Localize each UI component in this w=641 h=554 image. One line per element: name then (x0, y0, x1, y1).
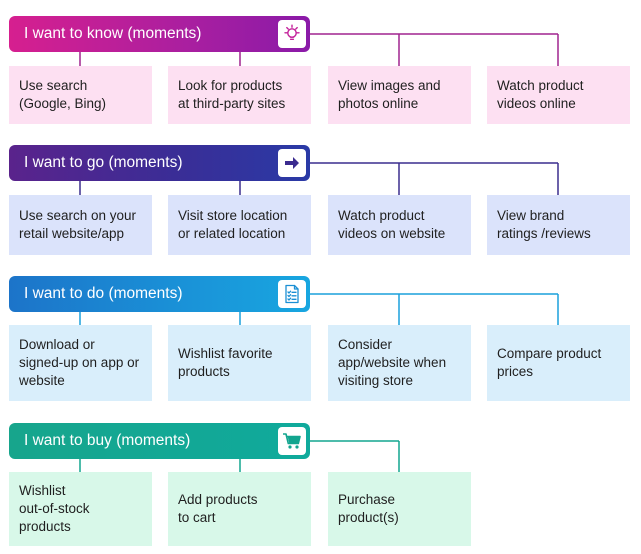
card-view-images-photos: View images and photos online (328, 66, 471, 124)
know-moments-header: I want to know (moments) (9, 16, 310, 52)
card-wishlist-favorite-products: Wishlist favorite products (168, 325, 311, 401)
shopping-cart-icon (278, 427, 306, 455)
card-consider-app-website-store: Consider app/website when visiting store (328, 325, 471, 401)
card-visit-store-location: Visit store location or related location (168, 195, 311, 255)
do-moments-title: I want to do (moments) (24, 285, 183, 302)
lightbulb-icon (278, 20, 306, 48)
arrow-right-icon (278, 149, 306, 177)
buy-moments-title: I want to buy (moments) (24, 432, 191, 449)
card-wishlist-out-of-stock: Wishlist out-of-stock products (9, 472, 152, 546)
know-moments-title: I want to know (moments) (24, 25, 202, 42)
go-moments-title: I want to go (moments) (24, 154, 183, 171)
buy-moments-header: I want to buy (moments) (9, 423, 310, 459)
card-watch-product-videos-online: Watch product videos online (487, 66, 630, 124)
checklist-icon (278, 280, 306, 308)
card-watch-product-videos-website: Watch product videos on website (328, 195, 471, 255)
card-look-third-party-sites: Look for products at third-party sites (168, 66, 311, 124)
card-view-brand-ratings: View brand ratings /reviews (487, 195, 630, 255)
card-use-search-retail-website: Use search on your retail website/app (9, 195, 152, 255)
go-moments-header: I want to go (moments) (9, 145, 310, 181)
do-moments-header: I want to do (moments) (9, 276, 310, 312)
card-purchase-products: Purchase product(s) (328, 472, 471, 546)
card-add-products-to-cart: Add products to cart (168, 472, 311, 546)
card-download-signed-up-app: Download or signed-up on app or website (9, 325, 152, 401)
card-use-search-google-bing: Use search (Google, Bing) (9, 66, 152, 124)
card-compare-product-prices: Compare product prices (487, 325, 630, 401)
